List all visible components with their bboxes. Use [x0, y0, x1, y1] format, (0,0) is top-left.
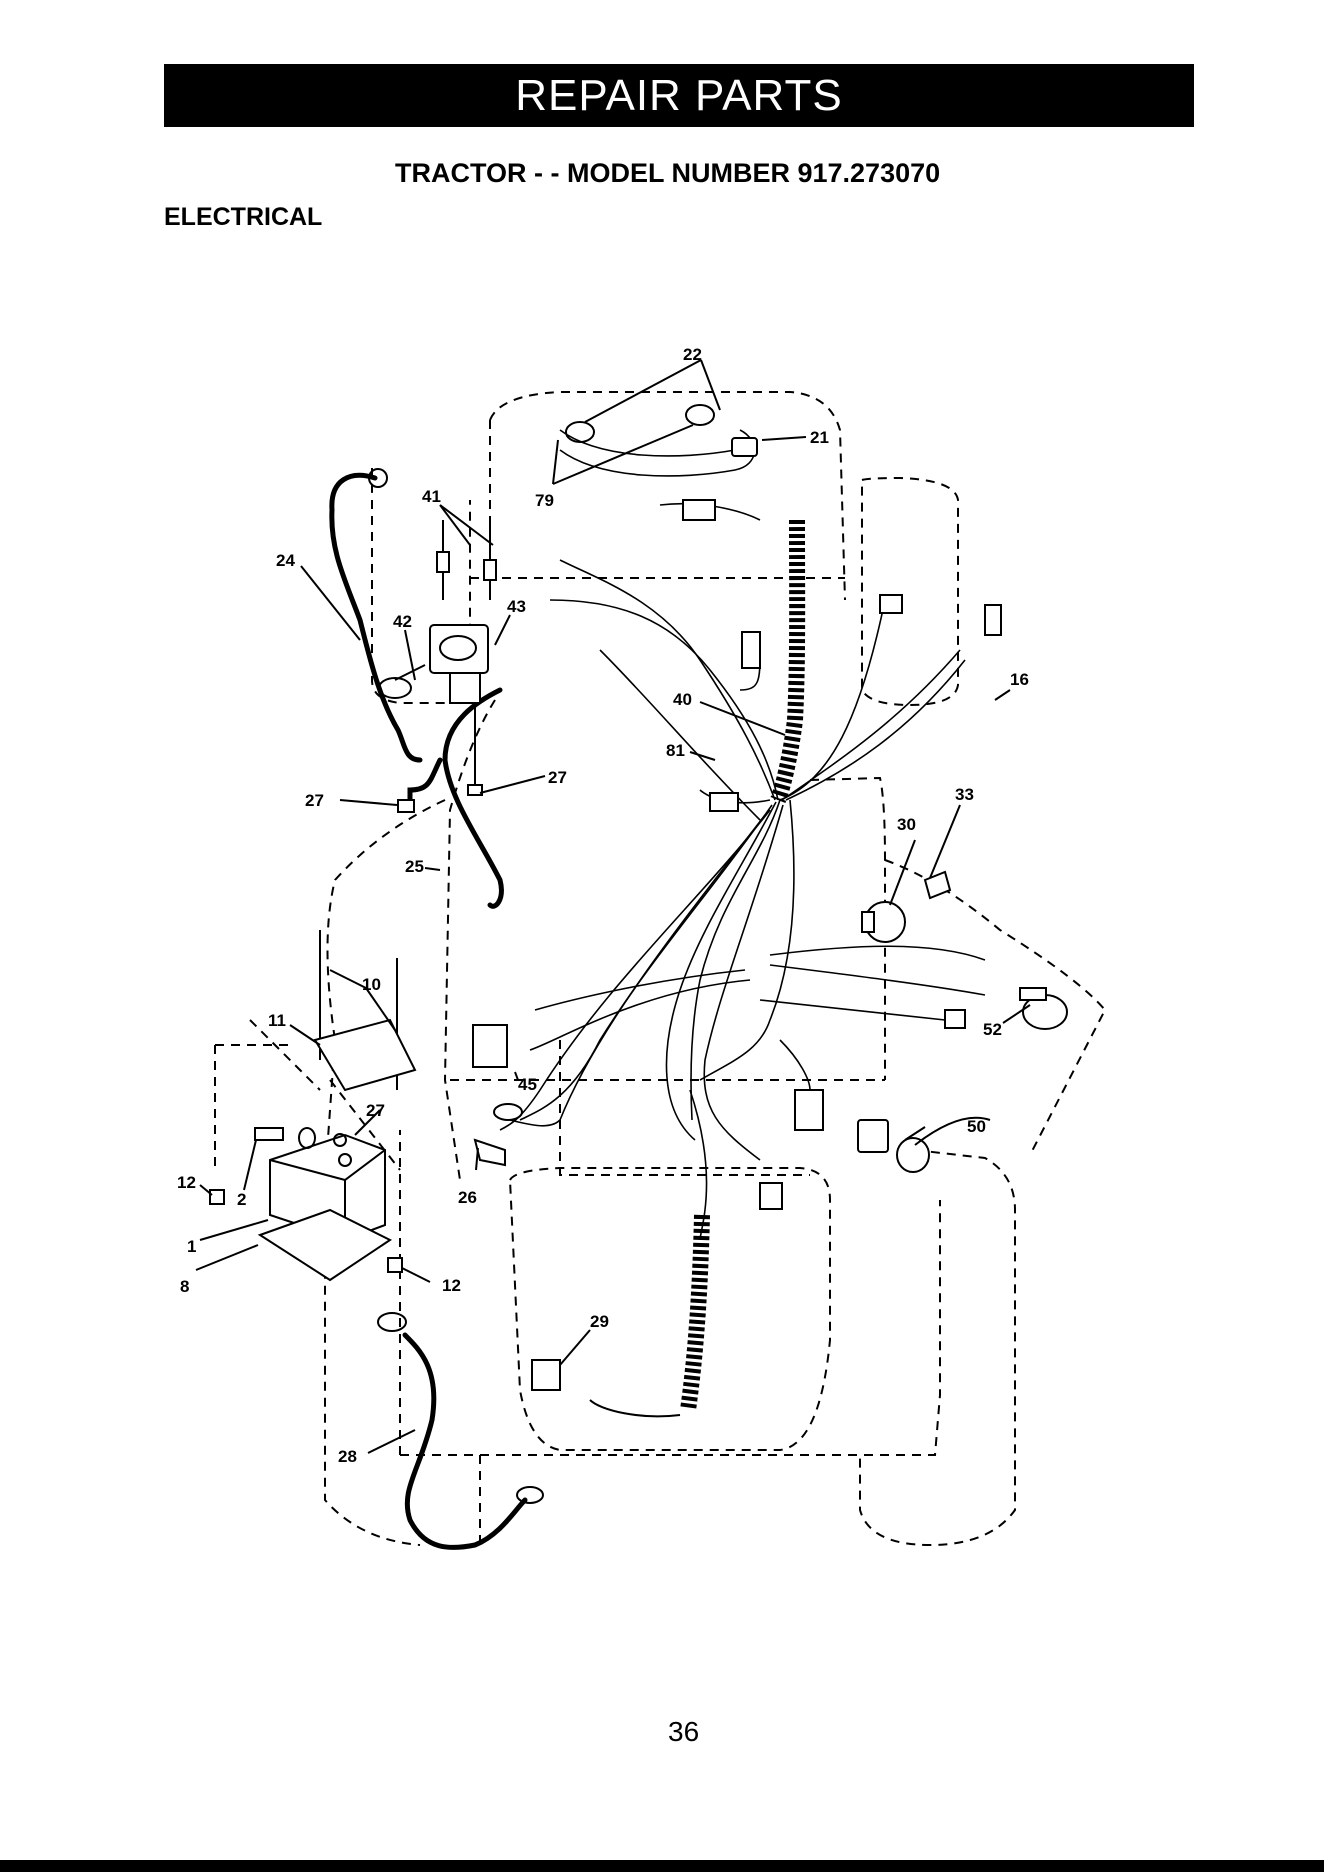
fuse-holder-29-icon: [532, 1360, 560, 1390]
callout-50: 50: [967, 1117, 986, 1136]
terminal-right-icon: [880, 595, 902, 613]
callout-52: 52: [983, 1020, 1002, 1039]
page-bottom-rule: [0, 1860, 1324, 1872]
callout-40: 40: [673, 690, 692, 709]
callout-27-b: 27: [305, 791, 324, 810]
callout-28: 28: [338, 1447, 357, 1466]
callout-30: 30: [897, 815, 916, 834]
callout-81: 81: [666, 741, 685, 760]
callout-27-a: 27: [548, 768, 567, 787]
callout-25: 25: [405, 857, 424, 876]
callout-12-a: 12: [177, 1173, 196, 1192]
callout-labels: 22 21 79 41 24 42 43 16 40 81 27 27 33 3…: [177, 345, 1029, 1466]
relay-33-icon: [925, 872, 950, 898]
callout-1: 1: [187, 1237, 196, 1256]
connector-81-icon: [710, 793, 738, 811]
ground-26-icon: [475, 1140, 505, 1165]
callout-42: 42: [393, 612, 412, 631]
fuse-16-icon: [985, 605, 1001, 635]
callout-21: 21: [810, 428, 829, 447]
callout-10: 10: [362, 975, 381, 994]
connector-21-icon: [732, 438, 757, 456]
terminal-52-icon: [945, 1010, 965, 1028]
callout-12-b: 12: [442, 1276, 461, 1295]
callout-8: 8: [180, 1277, 189, 1296]
callout-43: 43: [507, 597, 526, 616]
callout-26: 26: [458, 1188, 477, 1207]
switch-50-icon: [858, 1120, 929, 1172]
cable-25: [445, 690, 501, 906]
tractor-outline: [215, 392, 1105, 1545]
callout-16: 16: [1010, 670, 1029, 689]
cable-28: [405, 1335, 525, 1547]
callout-24: 24: [276, 551, 295, 570]
connector-40-icon: [742, 632, 760, 668]
connector-block-icon: [795, 1090, 823, 1130]
callout-79: 79: [535, 491, 554, 510]
callout-2: 2: [237, 1190, 246, 1209]
callout-29: 29: [590, 1312, 609, 1331]
callout-22: 22: [683, 345, 702, 364]
battery-holddown-icon: [315, 1020, 415, 1090]
callout-41: 41: [422, 487, 441, 506]
callout-45: 45: [518, 1075, 537, 1094]
page-number: 36: [668, 1716, 699, 1748]
headlight-icon: [1020, 988, 1067, 1029]
leader-lines: [196, 360, 1030, 1453]
callout-11: 11: [268, 1011, 286, 1030]
module-45-icon: [473, 1025, 507, 1067]
connector-top-icon: [683, 500, 715, 520]
callout-27-c: 27: [366, 1101, 385, 1120]
ignition-switch-icon: [862, 902, 905, 942]
callout-33: 33: [955, 785, 974, 804]
connector-plug-icon: [760, 1183, 782, 1209]
